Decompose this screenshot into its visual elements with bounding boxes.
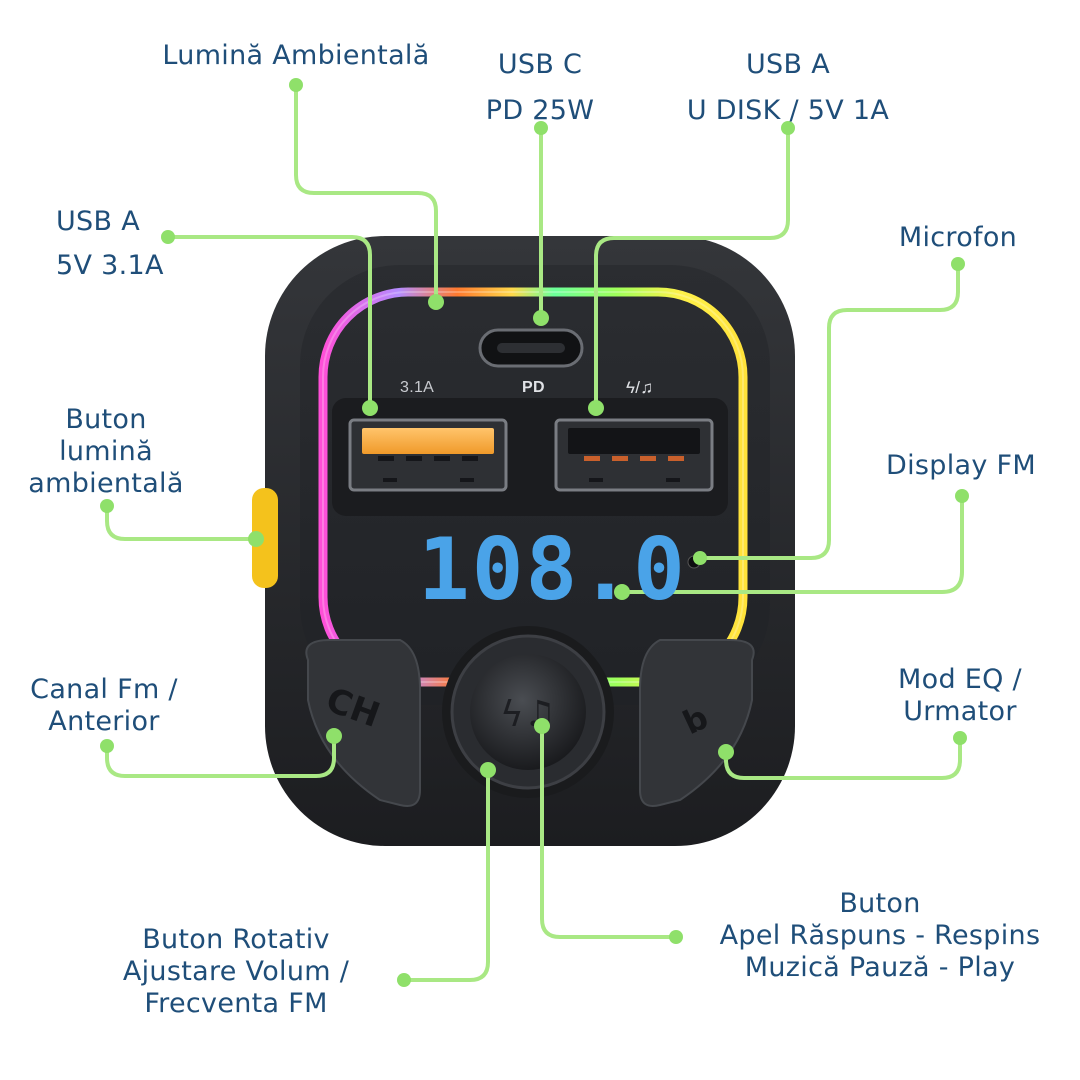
label-ambient-button-line3: ambientală bbox=[28, 468, 184, 499]
label-ambient-light: Lumină Ambientală bbox=[162, 40, 430, 71]
label-channel-line1: Canal Fm / bbox=[30, 674, 178, 705]
label-rotary-line2: Ajustare Volum / bbox=[122, 956, 350, 987]
port-label-music: ϟ/♫ bbox=[626, 378, 654, 397]
leader-lines bbox=[105, 83, 964, 982]
fm-display-value: 108.0 bbox=[418, 520, 687, 620]
label-usb-a-disk-line2: U DISK / 5V 1A bbox=[686, 95, 890, 126]
label-ambient-button: Buton lumină ambientală bbox=[16, 404, 196, 500]
label-usb-c-line2: PD 25W bbox=[485, 95, 595, 126]
label-usb-a-31-line2: 5V 3.1A bbox=[56, 250, 164, 281]
label-usb-c: USB C PD 25W bbox=[440, 42, 640, 134]
leader-dots bbox=[100, 78, 969, 987]
ambient-light-side-button bbox=[252, 488, 278, 588]
label-usb-a-disk-line1: USB A bbox=[746, 49, 830, 80]
label-usb-a-31: USB A 5V 3.1A bbox=[56, 200, 196, 288]
label-channel: Canal Fm / Anterior bbox=[14, 674, 194, 738]
label-ambient-button-line2: lumină bbox=[59, 436, 153, 467]
port-label-3-1a: 3.1A bbox=[400, 379, 435, 396]
label-call-button-line1: Buton bbox=[839, 888, 921, 919]
label-call-button-line2: Apel Răspuns - Respins bbox=[719, 920, 1041, 951]
label-eq-mode: Mod EQ / Urmator bbox=[870, 664, 1050, 728]
rotary-knob-cap bbox=[470, 654, 586, 770]
label-display-fm: Display FM bbox=[886, 450, 1036, 481]
label-usb-a-31-line1: USB A bbox=[56, 206, 140, 237]
label-usb-c-line1: USB C bbox=[497, 49, 583, 80]
label-rotary-line1: Buton Rotativ bbox=[142, 924, 330, 955]
label-rotary: Buton Rotativ Ajustare Volum / Frecventa… bbox=[96, 924, 376, 1020]
label-call-button: Buton Apel Răspuns - Respins Muzică Pauz… bbox=[700, 888, 1060, 984]
label-eq-mode-line2: Urmator bbox=[903, 696, 1017, 727]
label-call-button-line3: Muzică Pauză - Play bbox=[744, 952, 1016, 983]
label-rotary-line3: Frecventa FM bbox=[144, 988, 328, 1019]
label-ambient-button-line1: Buton bbox=[65, 404, 147, 435]
label-microphone: Microfon bbox=[898, 222, 1018, 253]
label-usb-a-disk: USB A U DISK / 5V 1A bbox=[660, 42, 916, 134]
port-label-pd: PD bbox=[522, 379, 545, 396]
label-channel-line2: Anterior bbox=[48, 706, 160, 737]
label-eq-mode-line1: Mod EQ / bbox=[898, 664, 1022, 695]
